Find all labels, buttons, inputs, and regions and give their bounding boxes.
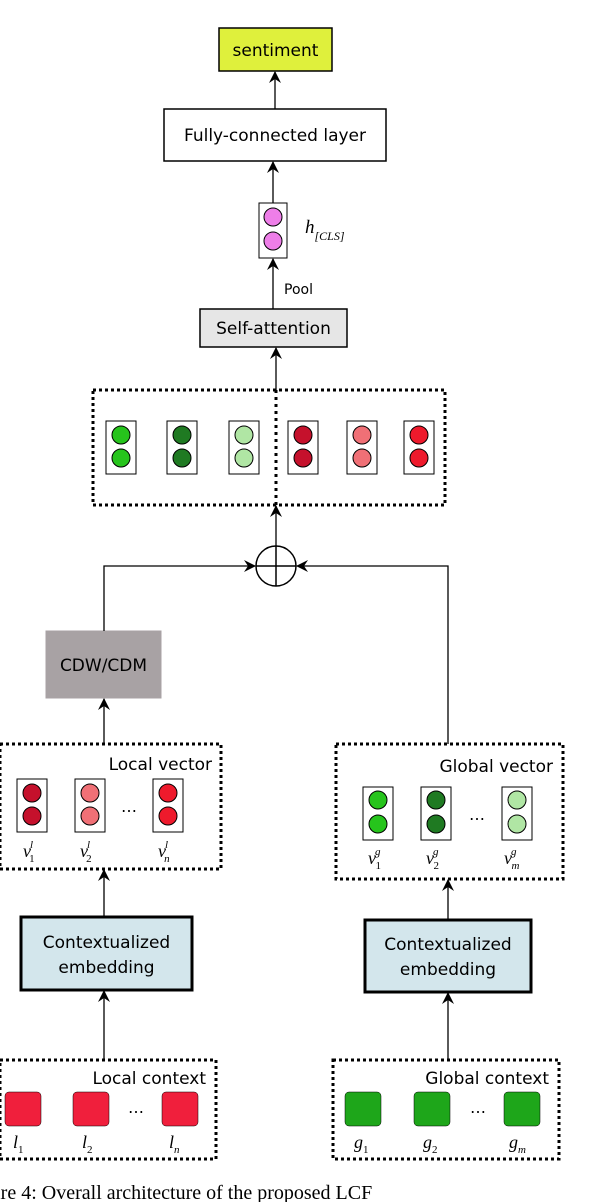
pool-label: Pool [284, 282, 313, 298]
local-token-1-label: l1 [13, 1132, 24, 1156]
ce-global-line1: Contextualized [384, 935, 511, 955]
local-token-1 [4, 1091, 42, 1127]
figure-caption: Figure 4: Overall architecture of the pr… [0, 1182, 372, 1202]
fully-connected-label: Fully-connected layer [184, 126, 366, 146]
ce-local-line2: embedding [58, 958, 154, 978]
contextualized-embedding-global: Contextualized embedding [363, 918, 533, 994]
global-token-m [503, 1091, 541, 1127]
concatenated-vectors [91, 388, 447, 507]
global-context-group: Global context … g1 g2 gm [331, 1058, 561, 1161]
h-cls-dot-1 [263, 207, 283, 227]
global-context-label: Global context [425, 1069, 549, 1089]
connector-arrows [98, 71, 454, 1060]
global-token-m-label: gm [509, 1132, 526, 1156]
concat-vector-1 [105, 420, 137, 475]
sentiment-label: sentiment [233, 41, 319, 61]
h-cls-dot-2 [263, 231, 283, 251]
arrow-global-to-combine [296, 560, 449, 744]
ce-local-box [19, 915, 194, 992]
local-context-ellipsis: … [128, 1098, 144, 1117]
self-attention-box [199, 308, 348, 348]
local-token-2-label: l2 [82, 1132, 93, 1156]
ce-global-box [363, 918, 533, 994]
sentiment-node: sentiment [218, 27, 333, 72]
global-vector-ellipsis: … [469, 805, 485, 824]
local-vector-1 [16, 778, 48, 833]
concat-vector-5 [346, 420, 378, 475]
global-vector-m [501, 786, 533, 841]
cdw-cdm-box [45, 630, 162, 699]
global-context-dotted-box [331, 1058, 561, 1161]
self-attention-label: Self-attention [216, 319, 331, 339]
sentiment-box [218, 27, 333, 72]
local-context-group: Local context … l1 l2 ln [0, 1058, 218, 1161]
local-context-dotted-box [0, 1058, 218, 1161]
local-token-n [161, 1091, 199, 1127]
concat-vector-4 [287, 420, 319, 475]
local-vector-n [152, 778, 184, 833]
local-vector-2 [74, 778, 106, 833]
concat-vector-3 [228, 420, 260, 475]
ce-global-line2: embedding [400, 960, 496, 980]
local-token-n-label: ln [169, 1132, 180, 1156]
concat-vector-2 [166, 420, 198, 475]
local-token-2 [72, 1091, 110, 1127]
combine-operator-icon [255, 545, 297, 587]
cdw-cdm-node: CDW/CDM [45, 630, 162, 699]
global-token-2-label: g2 [423, 1132, 438, 1156]
fully-connected-box [163, 108, 387, 162]
concat-vector-6 [403, 420, 435, 475]
local-context-label: Local context [92, 1069, 206, 1089]
self-attention-node: Self-attention [199, 308, 348, 348]
global-token-2 [413, 1091, 451, 1127]
global-vector-2 [420, 786, 452, 841]
global-vector-label: Global vector [439, 757, 553, 777]
contextualized-embedding-local: Contextualized embedding [19, 915, 194, 992]
arrow-cdw-to-combine [103, 560, 256, 631]
global-token-1-label: g1 [354, 1132, 369, 1156]
global-context-ellipsis: … [470, 1098, 486, 1117]
ce-local-line1: Contextualized [43, 933, 170, 953]
global-token-1 [344, 1091, 382, 1127]
local-vector-ellipsis: … [121, 797, 137, 816]
h-cls-vector: h[CLS] [258, 202, 345, 259]
local-vector-label: Local vector [109, 755, 212, 775]
concat-dotted-box [91, 388, 447, 507]
fully-connected-node: Fully-connected layer [163, 108, 387, 162]
local-vector-dotted-box [0, 742, 223, 871]
cdw-cdm-label: CDW/CDM [60, 656, 147, 676]
global-vector-1 [362, 786, 394, 841]
h-cls-label: h[CLS] [305, 217, 345, 243]
